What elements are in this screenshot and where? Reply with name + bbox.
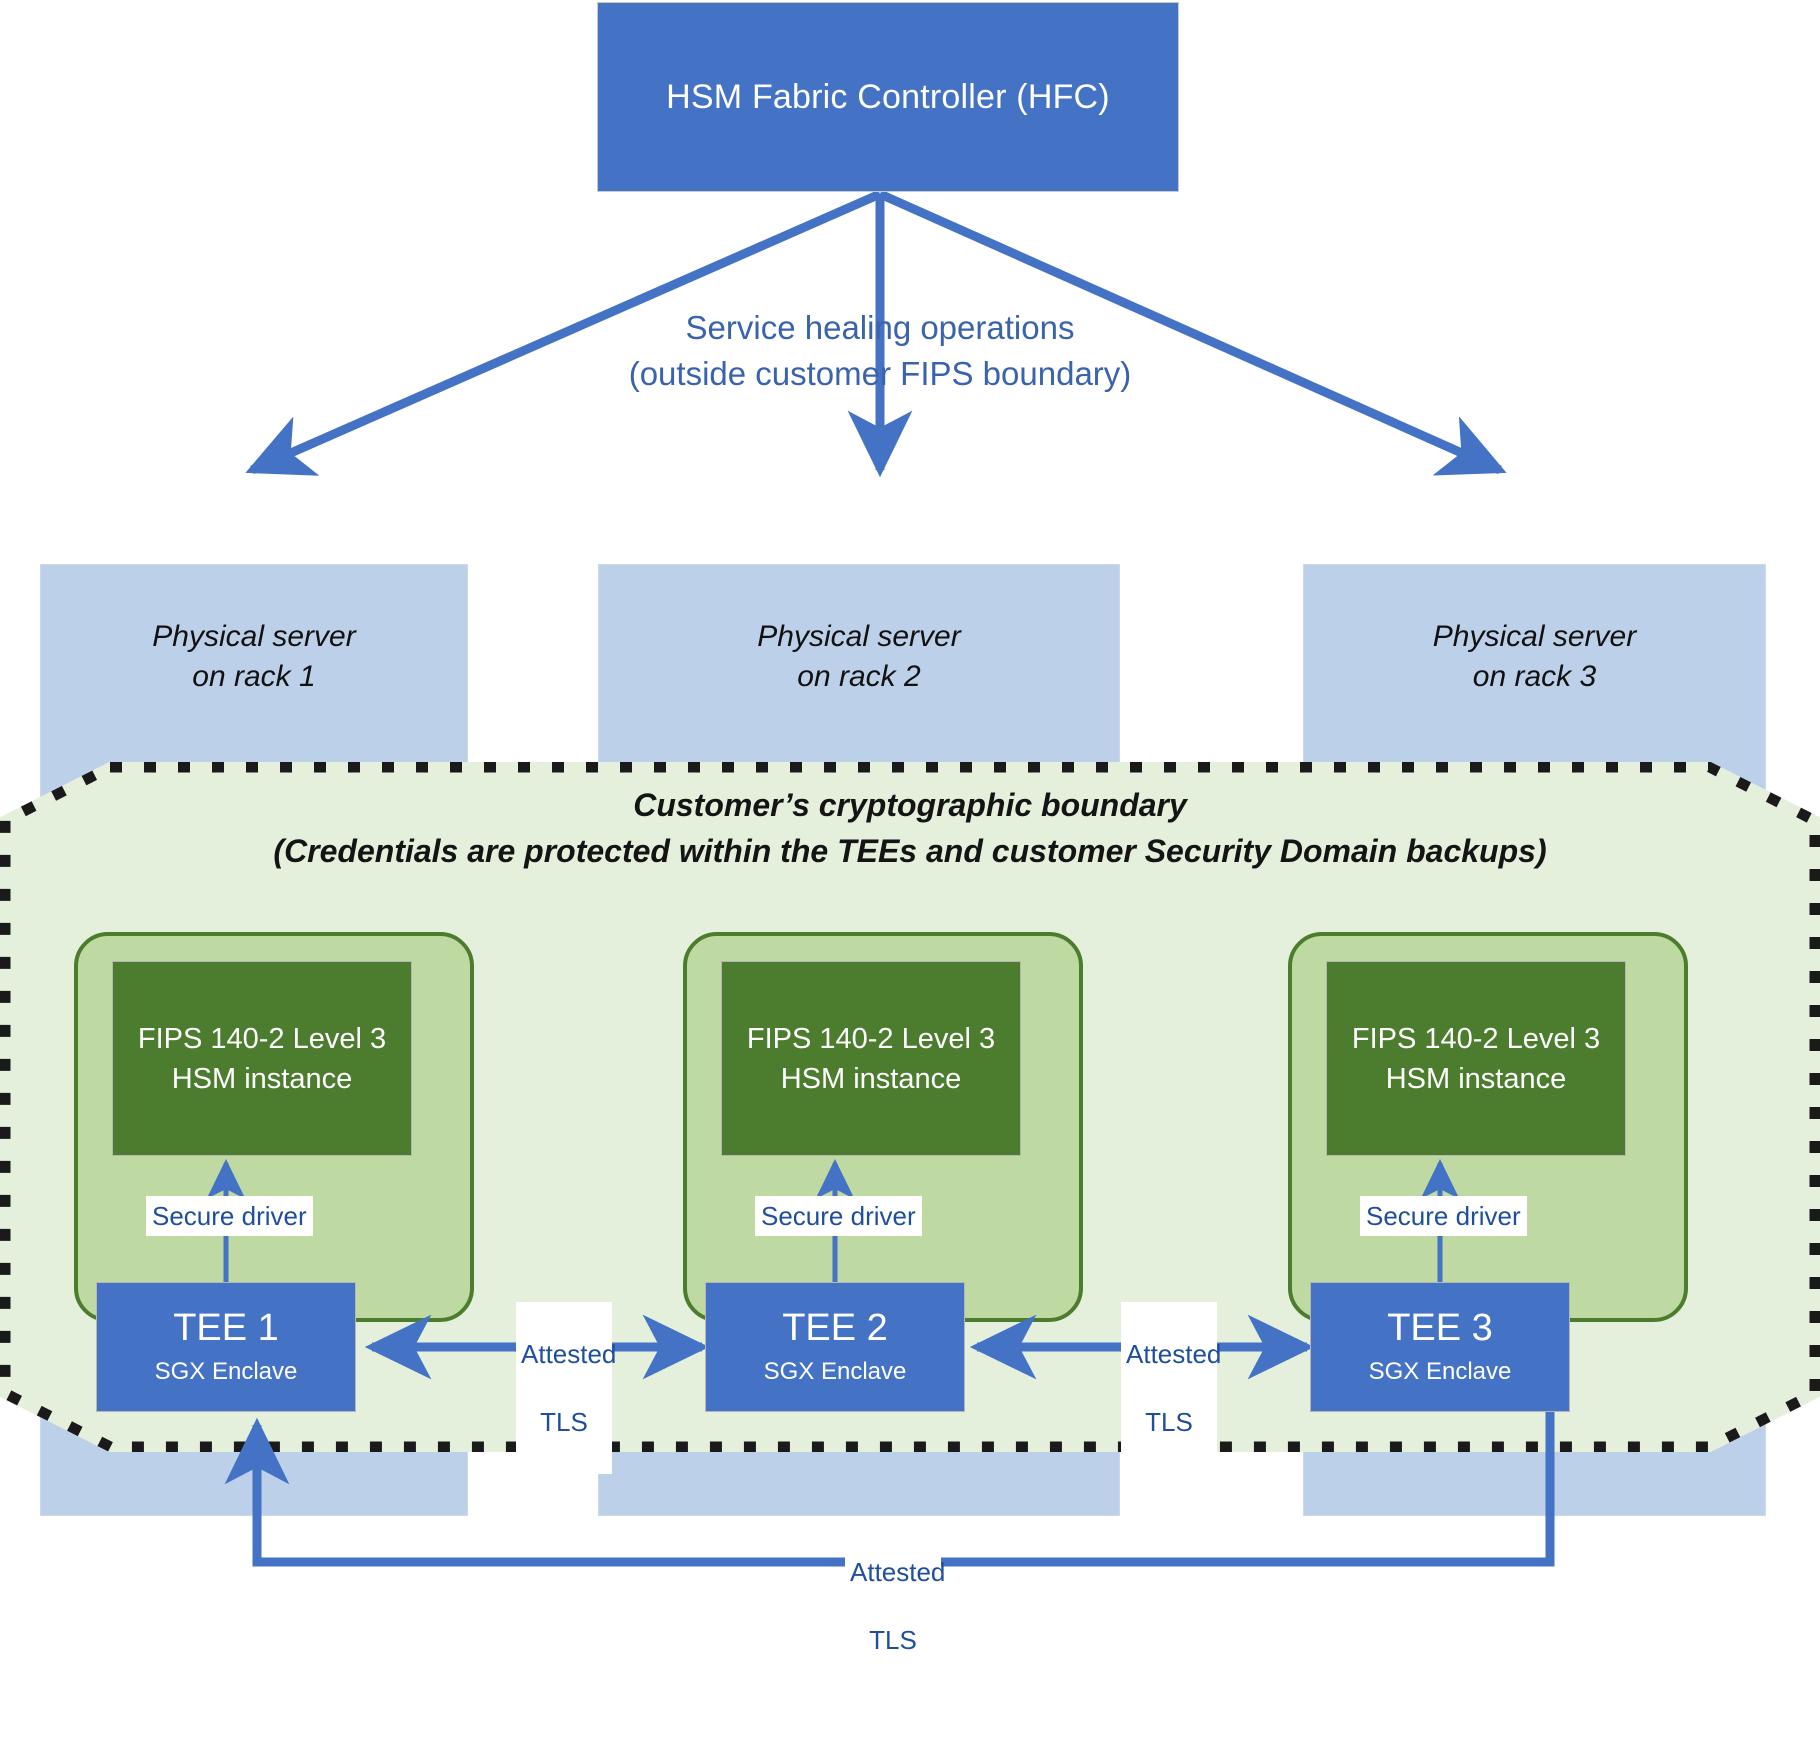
hsm-fabric-controller-box: HSM Fabric Controller (HFC) [597, 2, 1179, 192]
attested-tls-label-2-3: Attested TLS [1121, 1302, 1222, 1474]
tee-1-title: TEE 1 [173, 1307, 279, 1349]
service-healing-label: Service healing operations (outside cust… [600, 305, 1160, 397]
service-healing-line1: Service healing operations [685, 309, 1075, 346]
hsm-3-line2: HSM instance [1385, 1062, 1567, 1095]
hsm-3-line1: FIPS 140-2 Level 3 [1351, 1022, 1601, 1055]
tee-box-1: TEE 1 SGX Enclave [96, 1282, 356, 1412]
tee-3-subtitle: SGX Enclave [1368, 1358, 1512, 1385]
server-3-line1: Physical server [1432, 620, 1637, 653]
attested-tls-2-3-line2: TLS [1145, 1407, 1193, 1437]
tee-3-title: TEE 3 [1387, 1307, 1493, 1349]
server-1-line2: on rack 1 [192, 660, 316, 693]
server-1-line1: Physical server [152, 620, 356, 653]
hsm-instance-2: FIPS 140-2 Level 3 HSM instance [721, 961, 1021, 1156]
tee-2-subtitle: SGX Enclave [763, 1358, 907, 1385]
hsm-2-line1: FIPS 140-2 Level 3 [746, 1022, 996, 1055]
secure-driver-label-1: Secure driver [146, 1196, 313, 1236]
server-2-line1: Physical server [757, 620, 961, 653]
hsm-2-line2: HSM instance [780, 1062, 962, 1095]
hsm-instance-1: FIPS 140-2 Level 3 HSM instance [112, 961, 412, 1156]
hsm-1-line2: HSM instance [171, 1062, 353, 1095]
tee-2-title: TEE 2 [782, 1307, 888, 1349]
server-3-line2: on rack 3 [1472, 660, 1597, 693]
attested-tls-1-2-line1: Attested [521, 1339, 617, 1369]
attested-tls-1-2-line2: TLS [540, 1407, 588, 1437]
hfc-label: HSM Fabric Controller (HFC) [666, 77, 1110, 116]
tee-box-2: TEE 2 SGX Enclave [705, 1282, 965, 1412]
attested-tls-2-3-line1: Attested [1126, 1339, 1222, 1369]
attested-tls-label-3-1: Attested TLS [845, 1520, 946, 1692]
boundary-title-line2: (Credentials are protected within the TE… [273, 833, 1547, 869]
server-2-line2: on rack 2 [797, 660, 921, 693]
hsm-instance-3: FIPS 140-2 Level 3 HSM instance [1326, 961, 1626, 1156]
tee-box-3: TEE 3 SGX Enclave [1310, 1282, 1570, 1412]
attested-tls-3-1-line1: Attested [850, 1557, 946, 1587]
attested-tls-label-1-2: Attested TLS [516, 1302, 617, 1474]
attested-tls-3-1-line2: TLS [869, 1625, 917, 1655]
secure-driver-label-2: Secure driver [755, 1196, 922, 1236]
tee-1-subtitle: SGX Enclave [154, 1358, 298, 1385]
customer-boundary-dashed-outline [0, 762, 1820, 1452]
secure-driver-label-3: Secure driver [1360, 1196, 1527, 1236]
service-healing-line2: (outside customer FIPS boundary) [628, 355, 1132, 392]
hsm-1-line1: FIPS 140-2 Level 3 [137, 1022, 387, 1055]
customer-boundary-title: Customer’s cryptographic boundary (Crede… [120, 782, 1700, 874]
boundary-title-line1: Customer’s cryptographic boundary [633, 787, 1187, 823]
